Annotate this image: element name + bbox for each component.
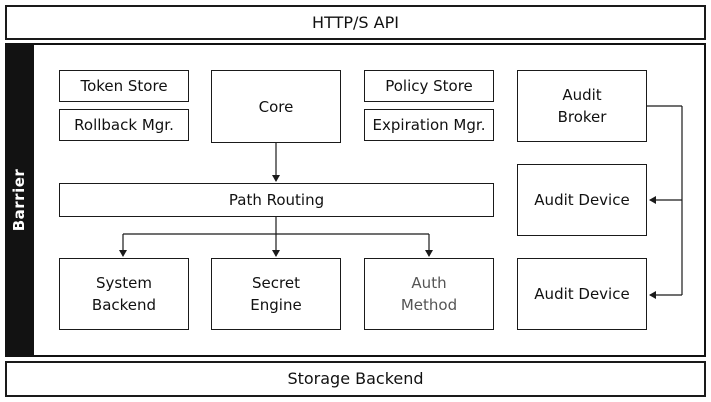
audit-device-2-label: Audit Device: [534, 285, 630, 303]
core-box: Core: [211, 70, 341, 143]
audit-broker-label-line1: Audit: [562, 86, 602, 104]
audit-device-1-box: Audit Device: [517, 164, 647, 236]
expiration-mgr-box: Expiration Mgr.: [364, 109, 494, 141]
path-routing-label: Path Routing: [228, 191, 325, 209]
audit-device-1-label: Audit Device: [534, 191, 630, 209]
audit-device-2-box: Audit Device: [517, 258, 647, 330]
rollback-mgr-box: Rollback Mgr.: [59, 109, 189, 141]
system-backend-label-line1: System: [96, 274, 152, 292]
barrier-sidebar: [5, 43, 34, 357]
rollback-mgr-label: Rollback Mgr.: [74, 116, 174, 134]
http-api-label: HTTP/S API: [312, 12, 399, 32]
audit-broker-label-line2: Broker: [557, 108, 607, 126]
expiration-mgr-label: Expiration Mgr.: [372, 116, 486, 134]
storage-backend-label: Storage Backend: [287, 369, 424, 388]
secret-engine-label-line2: Engine: [250, 296, 302, 314]
auth-method-label-line2: Method: [400, 296, 458, 314]
system-backend-label-line2: Backend: [91, 296, 157, 314]
path-routing-box: Path Routing: [59, 183, 494, 217]
policy-store-label: Policy Store: [385, 77, 473, 95]
storage-backend-bar: Storage Backend: [5, 361, 706, 397]
core-label: Core: [258, 97, 294, 116]
auth-method-label-line1: Auth: [411, 274, 447, 292]
token-store-label: Token Store: [80, 77, 168, 95]
token-store-box: Token Store: [59, 70, 189, 102]
secret-engine-label-line1: Secret: [252, 274, 300, 292]
policy-store-box: Policy Store: [364, 70, 494, 102]
auth-method-box: Auth Method: [364, 258, 494, 330]
system-backend-box: System Backend: [59, 258, 189, 330]
audit-broker-box: Audit Broker: [517, 70, 647, 142]
http-api-bar: HTTP/S API: [5, 5, 706, 40]
secret-engine-box: Secret Engine: [211, 258, 341, 330]
